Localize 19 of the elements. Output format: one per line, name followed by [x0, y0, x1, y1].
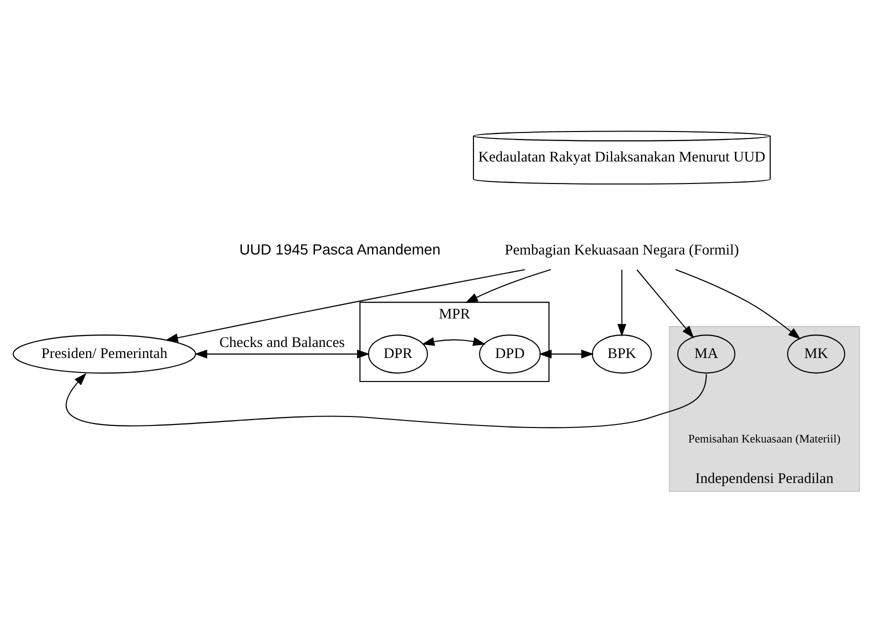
- node-label: Pemisahan Kekuasaan (Materiil): [688, 432, 840, 446]
- label: UUD 1945 Pasca Amandemen: [239, 242, 440, 258]
- node-ellipse: DPD: [479, 334, 541, 374]
- node-ellipse: BPK: [592, 334, 652, 374]
- arrow: [538, 350, 594, 358]
- edge-label: Checks and Balances: [219, 334, 345, 351]
- node-ellipse: MA: [677, 334, 736, 374]
- arrow: [422, 337, 486, 346]
- arrow: [66, 372, 707, 428]
- node-ellipse: MK: [787, 334, 846, 374]
- node-ellipse: DPR: [368, 334, 428, 374]
- arrow: [165, 269, 526, 342]
- node-text: Pembagian Kekuasaan Negara (Formil): [504, 242, 739, 258]
- arrow: [617, 270, 626, 337]
- arrow: [194, 350, 370, 358]
- arrow: [636, 269, 694, 338]
- node-ellipse: Presiden/ Pemerintah: [12, 334, 196, 374]
- arrow: [465, 269, 551, 303]
- arrow: [676, 269, 801, 340]
